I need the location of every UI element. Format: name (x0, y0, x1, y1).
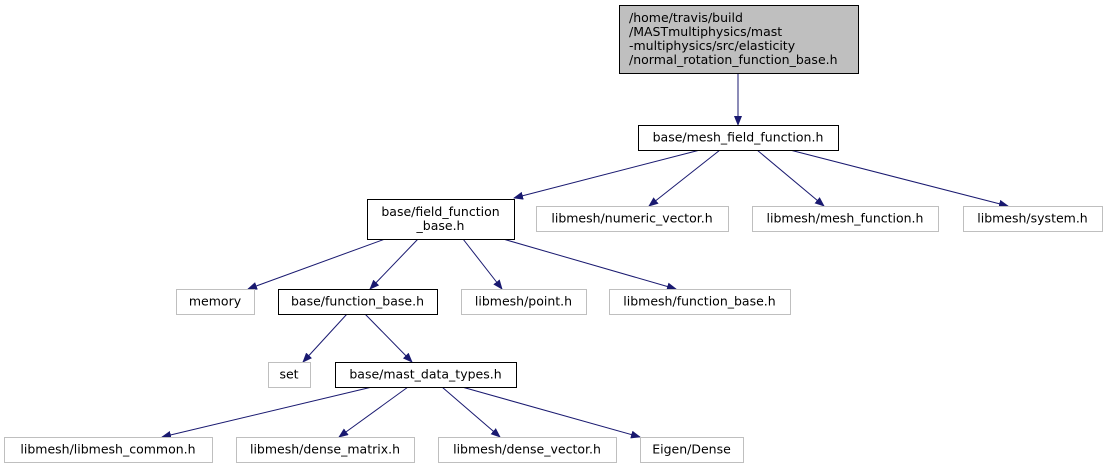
edge-mast_data_types-to-dense_vector (441, 386, 501, 438)
node-box-mesh_function (752, 206, 939, 232)
edge-mesh_field_function-to-field_function_base (513, 149, 701, 200)
node-libmesh_function_base: libmesh/function_base.h (609, 289, 791, 315)
node-box-dense_vector (438, 437, 617, 463)
node-box-eigen_dense (640, 437, 744, 463)
node-label-field_function_base-line-2: _base.h (416, 218, 465, 233)
node-field_function_base[interactable]: base/field_function_base.h (367, 199, 515, 240)
node-label-libmesh_common: libmesh/libmesh_common.h (20, 442, 195, 457)
node-box-set (268, 362, 311, 388)
node-label-root-line-2: /MASTmultiphysics/mast (629, 24, 782, 39)
node-label-point: libmesh/point.h (475, 294, 572, 309)
edge-mast_data_types-to-dense_matrix (338, 386, 409, 438)
node-label-root-line-3: -multiphysics/src/elasticity (629, 38, 796, 53)
edge-function_base-to-set (302, 313, 348, 363)
node-function_base[interactable]: base/function_base.h (278, 289, 438, 315)
node-dense_matrix: libmesh/dense_matrix.h (236, 437, 415, 463)
node-box-mast_data_types (335, 362, 517, 388)
node-set: set (268, 362, 311, 388)
node-mast_data_types[interactable]: base/mast_data_types.h (335, 362, 517, 388)
node-label-dense_vector: libmesh/dense_vector.h (453, 442, 601, 457)
node-label-mesh_field_function: base/mesh_field_function.h (653, 130, 824, 145)
node-libmesh_common: libmesh/libmesh_common.h (4, 437, 213, 463)
node-box-mesh_field_function (638, 125, 839, 151)
node-label-field_function_base-line-1: base/field_function (381, 204, 499, 219)
node-label-mesh_function: libmesh/mesh_function.h (767, 211, 924, 226)
node-memory: memory (176, 289, 255, 315)
node-numeric_vector: libmesh/numeric_vector.h (536, 206, 729, 232)
edge-mesh_field_function-to-numeric_vector (648, 149, 721, 207)
node-label-numeric_vector: libmesh/numeric_vector.h (551, 211, 712, 226)
node-label-libmesh_function_base: libmesh/function_base.h (623, 294, 775, 309)
node-label-root-line-1: /home/travis/build (629, 10, 743, 25)
node-label-set: set (279, 367, 298, 382)
node-box-root (619, 5, 859, 74)
node-label-eigen_dense: Eigen/Dense (652, 442, 731, 457)
edge-field_function_base-to-libmesh_function_base (502, 238, 677, 291)
node-label-root-line-4: /normal_rotation_function_base.h (629, 52, 838, 67)
node-box-function_base (278, 289, 438, 315)
node-box-libmesh_common (4, 437, 213, 463)
node-eigen_dense: Eigen/Dense (640, 437, 744, 463)
node-box-memory (176, 289, 255, 315)
edge-mesh_field_function-to-system (789, 149, 1009, 208)
node-box-system (963, 206, 1103, 232)
edges (161, 73, 1009, 439)
node-point: libmesh/point.h (461, 289, 587, 315)
edge-function_base-to-mast_data_types (364, 313, 413, 363)
nodes: /home/travis/build/MASTmultiphysics/mast… (4, 5, 1103, 463)
node-label-mast_data_types: base/mast_data_types.h (349, 367, 501, 382)
node-label-function_base: base/function_base.h (291, 294, 424, 309)
edge-field_function_base-to-point (462, 238, 503, 290)
node-label-dense_matrix: libmesh/dense_matrix.h (250, 442, 400, 457)
node-label-system: libmesh/system.h (977, 211, 1087, 226)
node-box-libmesh_function_base (609, 289, 791, 315)
node-box-field_function_base (367, 199, 515, 240)
node-root[interactable]: /home/travis/build/MASTmultiphysics/mast… (619, 5, 859, 74)
node-mesh_function: libmesh/mesh_function.h (752, 206, 939, 232)
node-label-memory: memory (189, 294, 242, 309)
edge-field_function_base-to-function_base (369, 238, 419, 290)
edge-mast_data_types-to-libmesh_common (161, 386, 373, 439)
node-system: libmesh/system.h (963, 206, 1103, 232)
edge-field_function_base-to-memory (247, 238, 386, 290)
node-dense_vector: libmesh/dense_vector.h (438, 437, 617, 463)
node-mesh_field_function[interactable]: base/mesh_field_function.h (638, 125, 839, 151)
node-box-dense_matrix (236, 437, 415, 463)
edge-mesh_field_function-to-mesh_function (756, 149, 825, 207)
node-box-numeric_vector (536, 206, 729, 232)
edge-mast_data_types-to-eigen_dense (461, 386, 641, 439)
node-box-point (461, 289, 587, 315)
